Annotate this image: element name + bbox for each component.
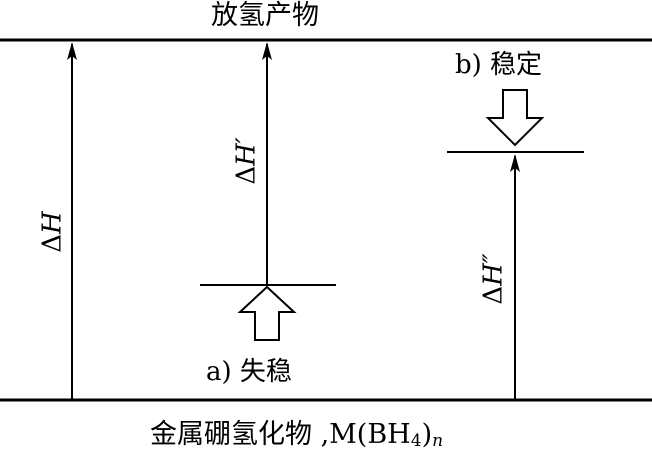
borohydride-label: 金属硼氢化物 ,M(BH4)n	[150, 421, 443, 450]
h-double-prime-symbol: H″	[478, 253, 509, 286]
delta-symbol: Δ	[478, 285, 509, 305]
delta-h-prime-label: ΔH′	[231, 137, 262, 185]
borohydride-label-close: )	[421, 419, 433, 450]
borohydride-subscript-4: 4	[410, 431, 422, 451]
delta-h-double-prime-label: ΔH″	[478, 253, 509, 305]
product-label: 放氢产物	[211, 0, 319, 31]
delta-h-double-prime-arrowhead	[510, 154, 520, 172]
delta-symbol: Δ	[37, 233, 68, 253]
delta-h-prime-arrowhead	[262, 42, 272, 60]
delta-h-arrowhead	[67, 42, 77, 60]
delta-symbol: Δ	[231, 165, 262, 185]
case-a-label: a) 失稳	[206, 357, 292, 387]
borohydride-label-text: 金属硼氢化物 ,M(BH	[150, 419, 411, 450]
h-symbol: H	[37, 211, 68, 234]
destabilize-up-hollow-arrow	[237, 285, 297, 341]
borohydride-subscript-n: n	[432, 431, 444, 451]
h-prime-symbol: H′	[231, 137, 262, 166]
case-b-label: b) 稳定	[455, 50, 543, 80]
stabilize-down-hollow-arrow	[485, 89, 545, 147]
delta-h-label: ΔH	[37, 211, 68, 253]
